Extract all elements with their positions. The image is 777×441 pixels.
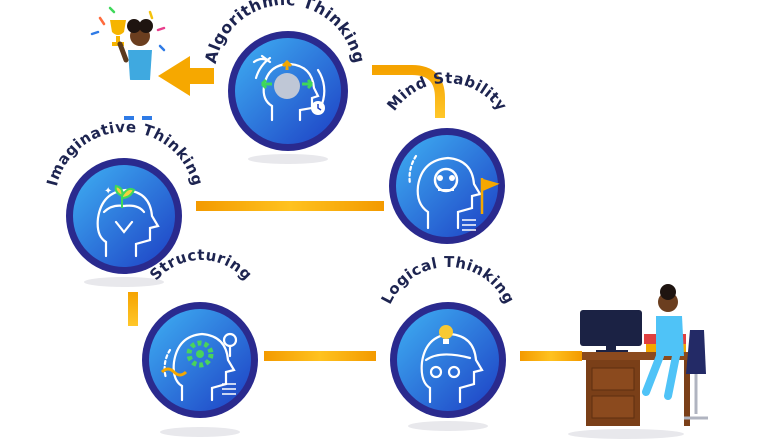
- path-logical-to-structuring: [264, 351, 376, 361]
- sprout-icon: [114, 184, 136, 208]
- node-mind-stability: [389, 128, 505, 244]
- child-at-desk: [580, 284, 708, 426]
- path-imaginative-to-mind: [196, 201, 384, 211]
- path-desk-to-logical: [520, 351, 582, 361]
- logic-head-icon: [420, 332, 484, 404]
- svg-text:Logical Thinking: Logical Thinking: [378, 253, 519, 307]
- flag-icon: [480, 178, 500, 214]
- node-logical-thinking: [390, 302, 506, 418]
- lightbulb-icon: [439, 325, 453, 344]
- brain-icon: [274, 73, 300, 99]
- sparkle-icon: ✦: [104, 186, 112, 197]
- gear-icon: [186, 340, 214, 368]
- label-logical-thinking: Logical Thinking: [378, 253, 518, 307]
- path-structuring-to-imaginative: [128, 292, 138, 326]
- path-mind-to-algorithmic: [372, 65, 445, 118]
- trophy-icon: [110, 20, 126, 46]
- node-imaginative-thinking: ✦: [66, 158, 182, 274]
- svg-text:Mind Stability: Mind Stability: [383, 69, 511, 114]
- algorithm-head-icon: [252, 54, 326, 122]
- node-shadows: [84, 154, 684, 439]
- structuring-head-icon: [163, 332, 238, 402]
- node-algorithmic-thinking: [228, 31, 348, 151]
- chair: [686, 330, 706, 374]
- computer-monitor-icon: [580, 310, 642, 346]
- arrow-to-trophy: [158, 56, 214, 96]
- node-structuring: [142, 302, 258, 418]
- child-with-trophy: [90, 6, 166, 120]
- label-mind-stability: Mind Stability: [383, 69, 510, 114]
- confetti-icon: [90, 6, 166, 52]
- desk: [582, 352, 694, 360]
- imagination-head-icon: [96, 188, 160, 258]
- connector-paths: [128, 56, 582, 361]
